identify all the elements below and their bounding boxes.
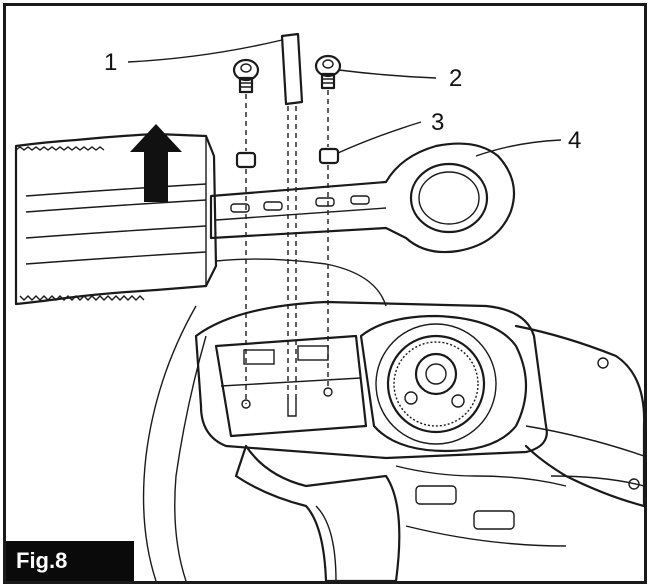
nut-left [235, 151, 257, 169]
assembly-illustration: 1 2 3 4 [14, 32, 644, 581]
screw-right [314, 54, 342, 90]
callout-1: 1 [104, 49, 117, 76]
side-handle [14, 132, 218, 306]
grinder-body [142, 258, 644, 581]
callout-2: 2 [449, 65, 462, 92]
leader-line-4 [475, 139, 562, 157]
nut-right [318, 147, 340, 165]
up-arrow-icon [130, 124, 182, 202]
wrench-holder-bar [209, 142, 516, 254]
leader-line-1 [127, 39, 283, 63]
callout-4: 4 [568, 127, 581, 154]
callout-3: 3 [431, 109, 444, 136]
leader-line-2 [338, 69, 437, 79]
figure-label: Fig.8 [6, 541, 134, 581]
figure-frame: 1 2 3 4 Fig.8 [3, 3, 647, 584]
screw-left [232, 58, 260, 94]
leader-line-3 [337, 121, 422, 154]
